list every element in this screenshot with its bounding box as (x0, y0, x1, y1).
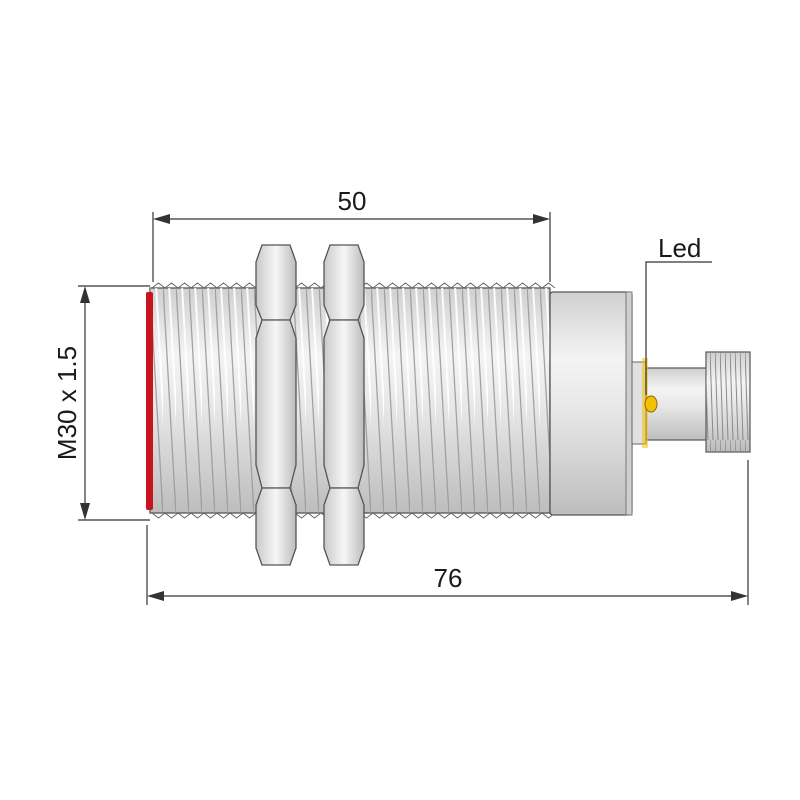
sensing-face (146, 292, 153, 510)
dimension-length-total: 76 (146, 460, 749, 605)
lock-nut-left (255, 244, 297, 566)
dimension-label-thread: M30 x 1.5 (52, 346, 82, 460)
led-indicator (644, 395, 658, 413)
led-callout: Led (645, 233, 712, 395)
dimension-label-50: 50 (338, 186, 367, 216)
dimension-length-body: 50 (152, 186, 551, 282)
led-label: Led (658, 233, 701, 263)
lock-nut-right (323, 244, 365, 566)
dimension-label-76: 76 (434, 563, 463, 593)
dimension-thread: M30 x 1.5 (52, 285, 150, 521)
rear-cap (549, 291, 633, 516)
connector (631, 351, 751, 453)
